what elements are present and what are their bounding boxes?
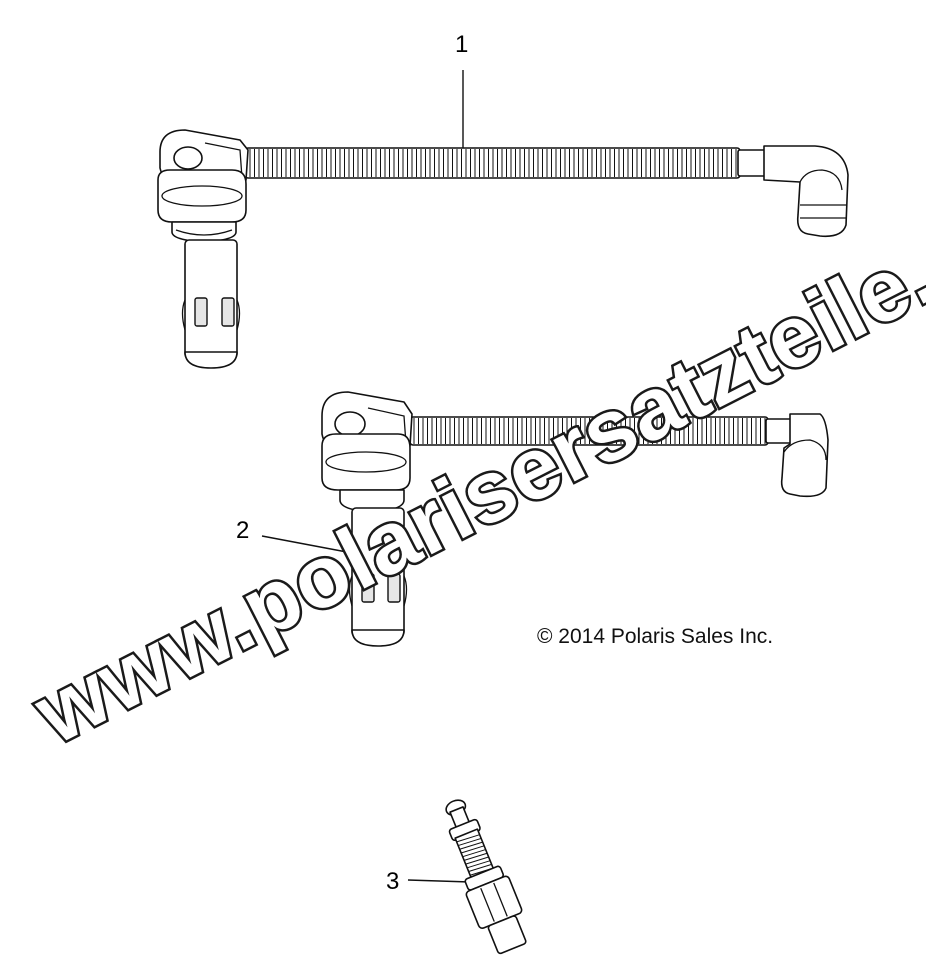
leader-line-2 bbox=[261, 535, 353, 554]
callout-2: 2 bbox=[236, 517, 250, 544]
plug-thread bbox=[456, 834, 480, 843]
spark-plug bbox=[445, 799, 527, 955]
spark-plug-wire-long bbox=[157, 129, 849, 369]
leader-line-3 bbox=[407, 879, 471, 883]
plug-thread bbox=[457, 837, 482, 847]
plug-thread bbox=[468, 863, 492, 872]
plug-thread bbox=[459, 841, 483, 850]
plug-thread bbox=[466, 860, 491, 869]
callout-1: 1 bbox=[455, 31, 469, 58]
plug-thread bbox=[460, 845, 485, 854]
copyright-notice: © 2014 Polaris Sales Inc. bbox=[537, 625, 774, 648]
callout-3: 3 bbox=[386, 868, 400, 895]
plug-thread bbox=[463, 852, 488, 861]
plug-thread bbox=[462, 849, 486, 858]
spark-plug-wire-short bbox=[321, 391, 829, 647]
plug-thread bbox=[465, 856, 489, 865]
